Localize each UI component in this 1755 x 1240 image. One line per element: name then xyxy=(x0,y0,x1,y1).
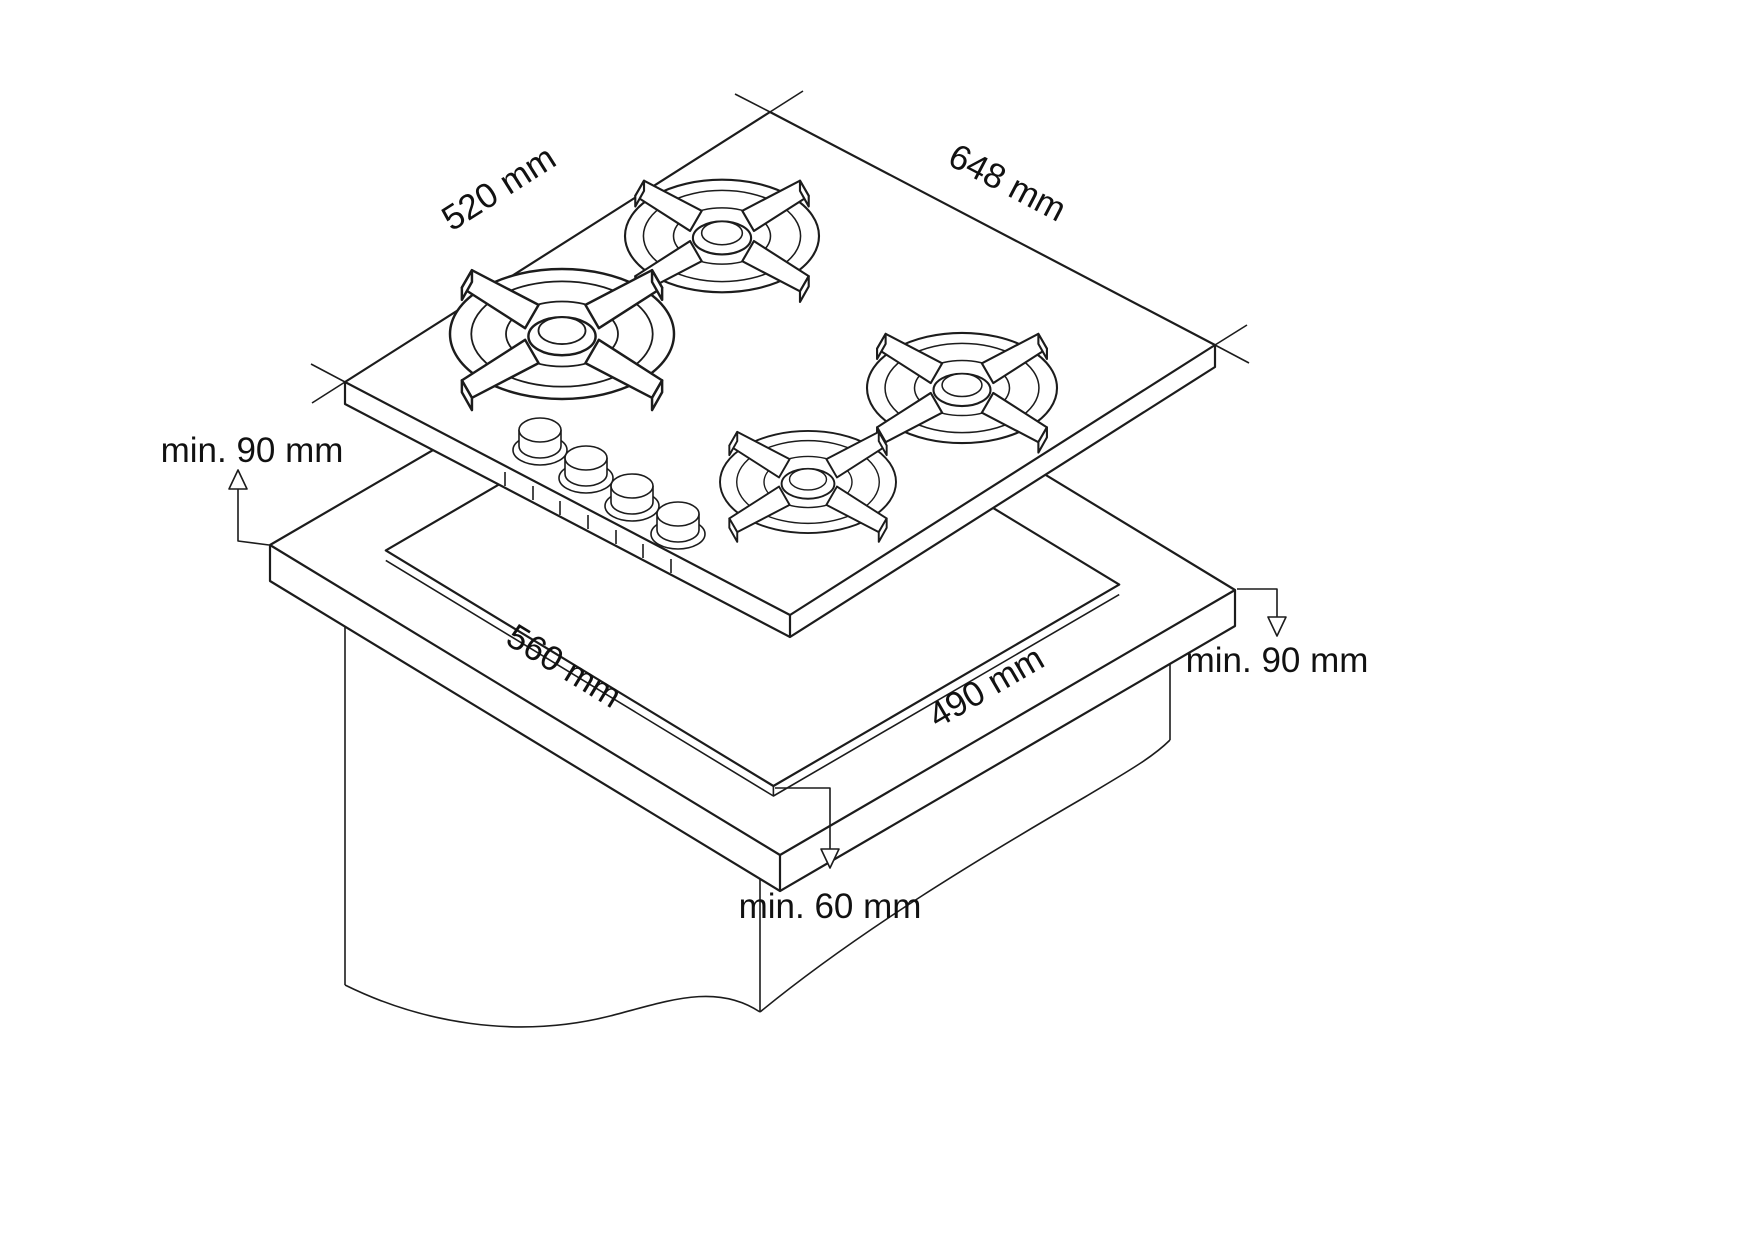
arrow-up-icon xyxy=(228,469,270,546)
clearance-left: min. 90 mm xyxy=(161,431,344,546)
burner-front xyxy=(719,429,897,543)
hob-width-label: 520 mm xyxy=(435,138,563,239)
control-knob-1 xyxy=(512,417,568,466)
burner-left xyxy=(448,267,676,412)
clearance-right: min. 90 mm xyxy=(1186,588,1369,680)
clearance-bottom: min. 60 mm xyxy=(739,787,922,926)
control-knob-2 xyxy=(558,445,614,494)
cabinet-break-lines xyxy=(344,627,1171,1028)
clearance-right-label: min. 90 mm xyxy=(1186,641,1369,680)
control-knob-3 xyxy=(604,473,660,522)
control-knob-4 xyxy=(650,501,706,550)
burner-right xyxy=(865,331,1059,454)
clearance-left-label: min. 90 mm xyxy=(161,431,344,470)
construction-lines xyxy=(310,90,1250,404)
clearance-bottom-label: min. 60 mm xyxy=(739,887,922,926)
front-edge-slots xyxy=(504,472,672,573)
gas-hob xyxy=(310,90,1250,639)
arrow-down-icon xyxy=(1237,588,1287,637)
arrow-down-icon xyxy=(775,787,840,869)
